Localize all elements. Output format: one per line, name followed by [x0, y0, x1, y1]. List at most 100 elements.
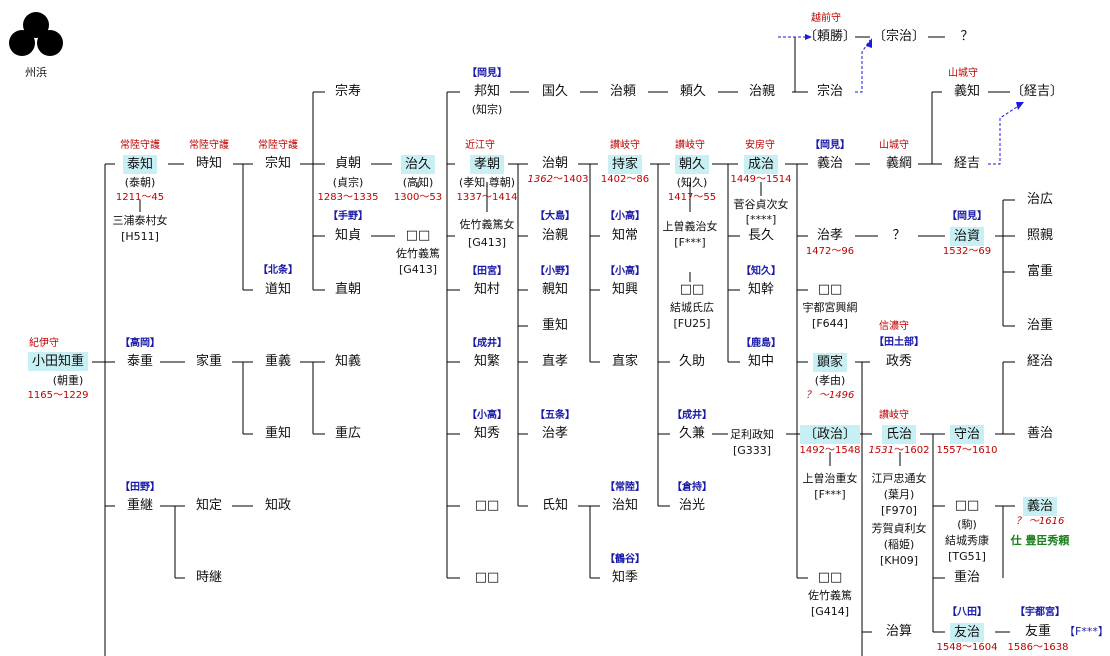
tomooki-name: 知興: [611, 282, 639, 297]
akiie-alt: (孝由): [814, 374, 846, 387]
hisasuke-name: 久助: [678, 354, 706, 369]
kunitomo-name: 邦知: [473, 84, 501, 99]
shigeharu-title: 安房守: [745, 140, 775, 151]
sadatomo-alt: (貞宗): [332, 176, 364, 189]
yoshiharu2-name: 義治: [1022, 497, 1058, 516]
kashima-clan: 【鹿島】: [741, 338, 781, 349]
takatomo-title: 近江守: [465, 140, 495, 151]
wife6-b: (葉月): [883, 488, 915, 501]
kodaka-clan-1: 【小高】: [605, 211, 645, 222]
tomoshige3-dates: 1586〜1638: [1007, 642, 1069, 653]
masahide-name: 政秀: [885, 354, 913, 369]
tamiya-clan: 【田宮】: [467, 266, 507, 277]
kuramochi-clan: 【倉持】: [672, 482, 712, 493]
sadatomo-name: 貞朝: [334, 156, 362, 171]
tomomasa-name: 知政: [264, 498, 292, 513]
sq7-a: 佐竹義篤: [808, 589, 852, 602]
narii-clan-2: 【成井】: [672, 410, 712, 421]
oka-clan: 【岡見】: [467, 68, 507, 79]
sq7-b: [G414]: [810, 605, 850, 618]
keiharu-name: 経治: [1026, 354, 1054, 369]
harutomo-dates: 1362〜1403: [527, 174, 589, 185]
ujiharu-dates: 1531〜1602: [868, 445, 930, 456]
tomoshige3-code: 【F***】: [1064, 625, 1109, 638]
sq2-b: [FU25]: [673, 317, 711, 330]
tomoshige-alt: (朝重): [52, 374, 84, 387]
yoshiharu-name: 義治: [816, 156, 844, 171]
sq3-b: [F644]: [812, 317, 848, 330]
kodaka-clan-3: 【小高】: [467, 410, 507, 421]
masaharu-name: 〔政治〕: [799, 425, 861, 444]
yoshiharu2-dates: ？ 〜1616: [1015, 516, 1065, 527]
tokitomo-name: 時知: [195, 156, 223, 171]
tsunekichi2-name: 経吉: [953, 156, 981, 171]
hojo-clan: 【北条】: [258, 265, 298, 276]
sq2-a: 結城氏広: [670, 301, 714, 314]
shigehiro-name: 重広: [334, 426, 362, 441]
teno-clan: 【手野】: [328, 211, 368, 222]
harumitsu-name: 治光: [678, 498, 706, 513]
naoie-name: 直家: [611, 354, 639, 369]
harasan-name: 治算: [885, 624, 913, 639]
utsunomiya-clan: 【宇都宮】: [1015, 607, 1065, 618]
wife5-a: 上曽治重女: [802, 472, 858, 485]
tomohisa-alt: (知久): [676, 176, 708, 189]
oshima-clan: 【大島】: [535, 211, 575, 222]
tomoshige3-name: 友重: [1024, 624, 1052, 639]
masaharu-dates: 1492〜1548: [799, 445, 861, 456]
narii-clan: 【成井】: [467, 338, 507, 349]
haratomo-name: 治知: [611, 498, 639, 513]
harayori-name: 治頼: [609, 84, 637, 99]
shinano-title: 信濃守: [879, 321, 909, 332]
kodaka-clan-2: 【小高】: [605, 266, 645, 277]
akiie-name: 顕家: [812, 353, 848, 372]
yoshitsuna-name: 義綱: [885, 156, 913, 171]
tado-clan: 【田土部】: [874, 337, 924, 348]
kunitomo-alt: (知宗): [471, 103, 503, 116]
yasutomo-alt: (泰朝): [124, 176, 156, 189]
teruchika-name: 照親: [1026, 228, 1054, 243]
tomonaka-name: 知中: [747, 354, 775, 369]
takatomo-name: 孝朝: [469, 155, 505, 174]
harahisa-alt: (高知): [402, 176, 434, 189]
yorihisa-name: 頼久: [679, 84, 707, 99]
suhama-crest-icon: [9, 12, 63, 56]
naotomo-name: 直朝: [334, 282, 362, 297]
yoshitsuna-title: 山城守: [879, 140, 909, 151]
tokitomo-title: 常陸守護: [189, 140, 229, 151]
munetomo-name: 宗知: [264, 156, 292, 171]
ujitomo-name: 氏知: [541, 498, 569, 513]
tomosada2-name: 知定: [195, 498, 223, 513]
ashikaga-b: [G333]: [732, 444, 772, 457]
muneharu-name: 宗治: [816, 84, 844, 99]
yasutomo-name: 泰知: [122, 155, 158, 174]
yoshitomo-title: 山城守: [948, 68, 978, 79]
mochiie-title: 讃岐守: [610, 140, 640, 151]
tomosada-name: 知貞: [334, 228, 362, 243]
takatomo-dates: 1337〜1414: [456, 192, 518, 203]
wife7-a: 芳賀貞利女: [871, 522, 927, 535]
wife5-b: [F***]: [814, 488, 846, 501]
wife3-a: 上曽義治女: [662, 220, 718, 233]
wife2-a: 佐竹義篤女: [459, 218, 515, 231]
tomishige-name: 富重: [1026, 264, 1054, 279]
akiie-dates: ？ 〜1496: [805, 390, 855, 401]
sq6-name: □□: [474, 570, 500, 585]
harahiro-name: 治広: [1026, 192, 1054, 207]
sq7-name: □□: [817, 570, 843, 585]
harachika-name: 治親: [748, 84, 776, 99]
tsunekichi-name: 〔経吉〕: [1010, 84, 1064, 99]
tomohisa-dates: 1417〜55: [667, 192, 717, 203]
ujiharu-name: 氏治: [881, 425, 917, 444]
hitachi-clan: 【常陸】: [605, 482, 645, 493]
tomomura-name: 知村: [473, 282, 501, 297]
wife7-c: [KH09]: [879, 554, 919, 567]
yoshitomo-name: 義知: [953, 84, 981, 99]
wife3-b: [F***]: [674, 236, 706, 249]
gojo-clan: 【五条】: [535, 410, 575, 421]
tomosue-name: 知季: [611, 570, 639, 585]
sq1-a: 佐竹義篤: [396, 247, 440, 260]
yorikatsu-name: 〔頼勝〕: [803, 29, 857, 44]
ieshige-name: 家重: [195, 354, 223, 369]
sq5-name: □□: [474, 498, 500, 513]
